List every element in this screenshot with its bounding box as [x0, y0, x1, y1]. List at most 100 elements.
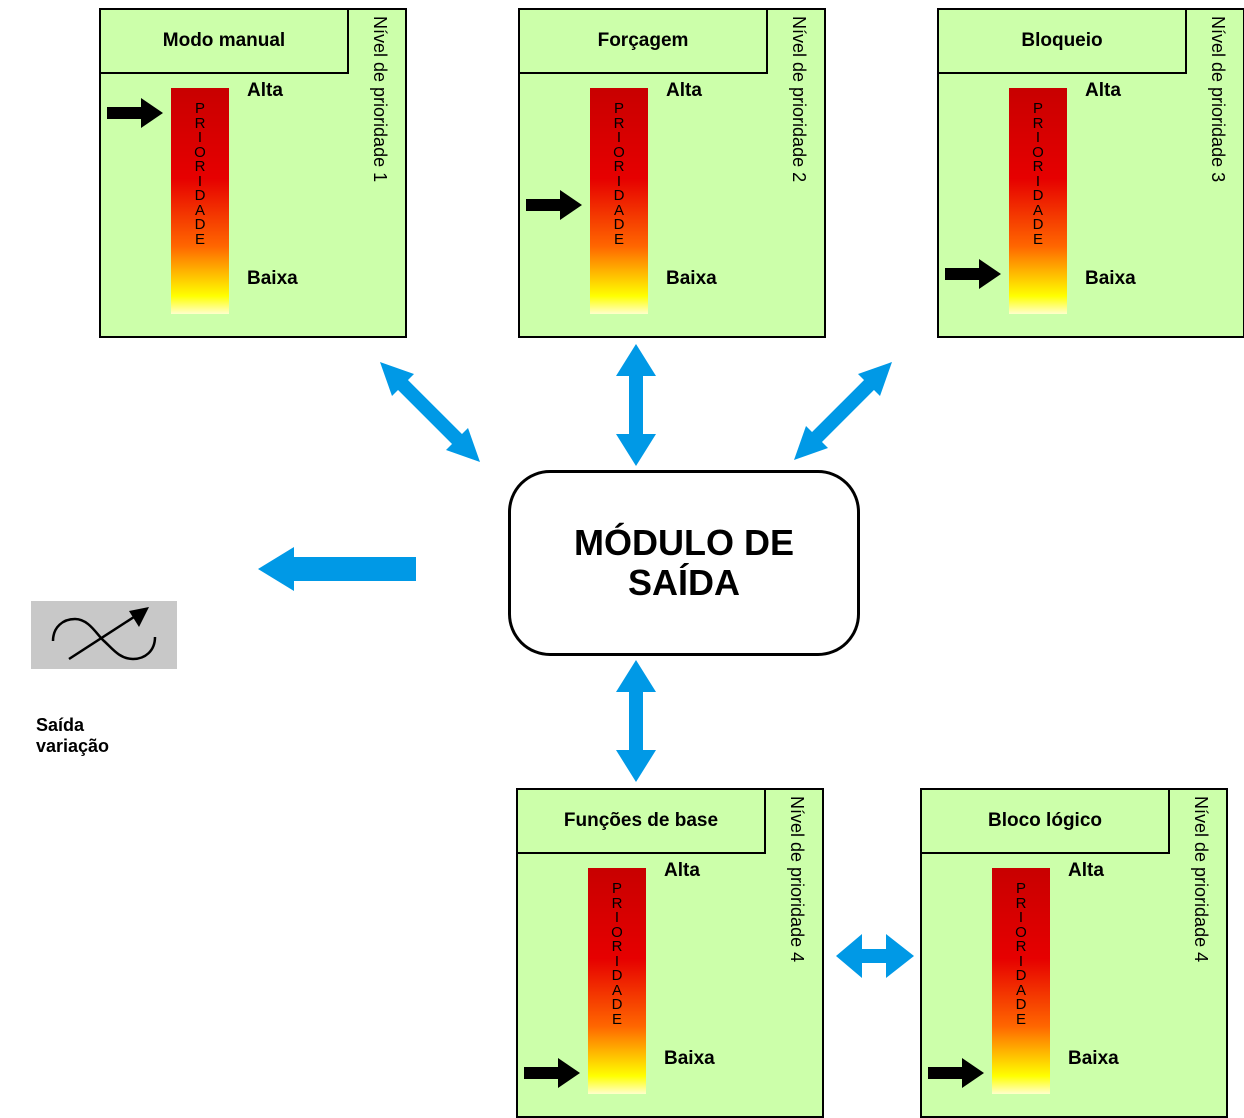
- priority-letter: I: [1018, 909, 1024, 926]
- double-arrow-forcing-to-module: [616, 344, 656, 466]
- priority-letter: D: [611, 996, 623, 1013]
- high-label: Alta: [664, 860, 700, 881]
- high-label: Alta: [666, 80, 702, 101]
- priority-letter: I: [616, 172, 622, 190]
- priority-pointer-arrow-icon: [107, 98, 163, 128]
- output-label: Saída variação: [36, 715, 110, 756]
- output-module: MÓDULO DE SAÍDA: [508, 470, 860, 656]
- priority-letter: E: [1015, 1010, 1026, 1028]
- priority-letter: O: [1015, 923, 1027, 941]
- priority-letter: D: [613, 187, 625, 204]
- priority-letter: R: [1032, 114, 1044, 132]
- priority-letter: P: [611, 880, 622, 897]
- priority-letter: I: [1035, 172, 1041, 190]
- priority-letter: D: [1032, 187, 1044, 204]
- priority-letter: P: [194, 100, 205, 117]
- high-label: Alta: [1085, 80, 1121, 101]
- double-arrow-module-to-base-functions: [616, 660, 656, 782]
- priority-letter: R: [1015, 894, 1027, 912]
- high-label: Alta: [247, 80, 283, 101]
- priority-letter: A: [613, 201, 624, 219]
- priority-letter: D: [611, 967, 623, 984]
- priority-letter: I: [197, 129, 203, 146]
- variation-output-icon: [31, 601, 177, 669]
- priority-letter: P: [1015, 880, 1026, 897]
- priority-letter: R: [611, 894, 623, 912]
- priority-letter: D: [194, 216, 206, 233]
- box-title: Forçagem: [520, 10, 768, 74]
- priority-letter: I: [1018, 952, 1024, 970]
- low-label: Baixa: [247, 268, 298, 289]
- priority-letter: P: [1032, 100, 1043, 117]
- double-arrow-base-to-logic-block: [836, 934, 914, 978]
- priority-letter: A: [194, 201, 205, 219]
- priority-letter: R: [613, 114, 625, 132]
- priority-pointer-arrow-icon: [928, 1058, 984, 1088]
- box-title: Bloqueio: [939, 10, 1187, 74]
- double-arrow-manual-to-module: [380, 362, 480, 462]
- priority-letter: O: [611, 923, 623, 941]
- box-title: Modo manual: [101, 10, 349, 74]
- priority-letter: E: [613, 230, 624, 248]
- priority-letter: R: [194, 158, 206, 175]
- priority-letter: I: [616, 129, 622, 146]
- box-title: Bloco lógico: [922, 790, 1170, 854]
- priority-letter: E: [194, 230, 205, 248]
- priority-letter: R: [194, 114, 206, 132]
- module-title-line1: MÓDULO DE: [574, 522, 794, 563]
- low-label: Baixa: [664, 1048, 715, 1069]
- priority-letter: D: [613, 216, 625, 233]
- priority-letter: D: [1032, 216, 1044, 233]
- priority-letter: R: [1015, 938, 1027, 955]
- priority-letter: R: [613, 158, 625, 175]
- variation-symbol-icon: [51, 607, 157, 661]
- priority-letter: O: [194, 143, 206, 161]
- low-label: Baixa: [1068, 1048, 1119, 1069]
- priority-letter: I: [614, 909, 620, 926]
- priority-letter: O: [613, 143, 625, 161]
- priority-letter: P: [613, 100, 624, 117]
- priority-letter: I: [197, 172, 203, 190]
- high-label: Alta: [1068, 860, 1104, 881]
- priority-letter: I: [1035, 129, 1041, 146]
- priority-letter: R: [1032, 158, 1044, 175]
- priority-letter: A: [611, 981, 622, 999]
- priority-letter: E: [1032, 230, 1043, 248]
- priority-letter: R: [611, 938, 623, 955]
- priority-pointer-arrow-icon: [526, 190, 582, 220]
- priority-letter: A: [1015, 981, 1026, 999]
- priority-letter: I: [614, 952, 620, 970]
- priority-letter: D: [194, 187, 206, 204]
- priority-letter: A: [1032, 201, 1043, 219]
- output-arrow: [258, 547, 416, 591]
- priority-pointer-arrow-icon: [945, 259, 1001, 289]
- module-title-line2: SAÍDA: [627, 562, 740, 603]
- box-title: Funções de base: [518, 790, 766, 854]
- priority-letter: E: [611, 1010, 622, 1028]
- priority-letter: D: [1015, 996, 1027, 1013]
- low-label: Baixa: [666, 268, 717, 289]
- double-arrow-lock-to-module: [794, 362, 892, 460]
- priority-pointer-arrow-icon: [524, 1058, 580, 1088]
